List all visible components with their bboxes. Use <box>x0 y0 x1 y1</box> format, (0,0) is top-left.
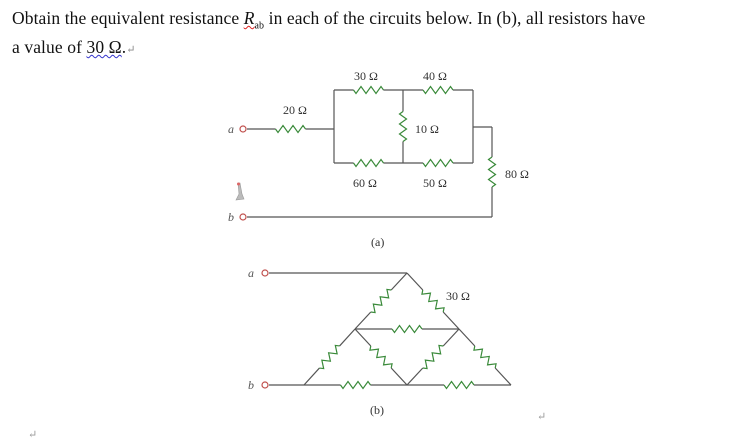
wire <box>494 367 512 386</box>
circuit-b-terminal-b: b <box>248 378 254 392</box>
resistor-b-bottom-left-diag <box>319 344 340 370</box>
label-30-ohm: 30 Ω <box>354 69 378 83</box>
wire <box>303 367 320 386</box>
label-60-ohm: 60 Ω <box>353 176 377 190</box>
resistor-20-ohm <box>275 124 306 134</box>
resistor-b-right-diag <box>473 345 497 369</box>
resistor-b-inner-left <box>369 345 393 369</box>
question-line-1: Obtain the equivalent resistance Rab in … <box>12 4 645 41</box>
wire <box>354 311 372 330</box>
wire <box>390 272 408 291</box>
label-10-ohm: 10 Ω <box>415 122 439 136</box>
question-text: Obtain the equivalent resistance <box>12 8 244 28</box>
caption-b: (b) <box>370 403 384 417</box>
circuit-a-terminal-b: b <box>228 210 234 224</box>
paragraph-mark-icon: ↵ <box>537 411 547 423</box>
question-line-2: a value of 30 Ω.↵ <box>12 33 136 64</box>
pen-cursor-icon <box>235 182 245 201</box>
wire <box>354 328 372 347</box>
question-text: in each of the circuits below. In (b), a… <box>264 8 646 28</box>
wire <box>406 272 424 291</box>
wire <box>442 328 460 347</box>
terminal-b <box>239 213 247 221</box>
paragraph-mark-icon: ↵ <box>126 44 136 56</box>
resistor-b-bottom-right <box>443 380 475 390</box>
paragraph-mark-icon: ↵ <box>28 429 38 441</box>
rab-symbol: Rab <box>243 8 265 32</box>
wire <box>406 367 424 386</box>
terminal-b-a <box>261 269 269 277</box>
question-text: a value of <box>12 37 87 57</box>
resistor-30-ohm <box>353 85 384 95</box>
resistance-value: 30 Ω <box>86 37 122 57</box>
resistor-b-bottom-left <box>340 380 371 390</box>
wire <box>339 328 356 347</box>
terminal-b-b <box>261 381 269 389</box>
terminal-a <box>239 125 247 133</box>
label-30-ohm-b: 30 Ω <box>446 289 470 303</box>
wire <box>458 328 476 347</box>
resistor-40-ohm <box>422 85 454 95</box>
label-20-ohm: 20 Ω <box>283 103 307 117</box>
resistor-10-ohm <box>398 111 408 142</box>
circuit-a-terminal-a: a <box>228 122 234 136</box>
resistor-60-ohm <box>353 158 384 168</box>
caption-a: (a) <box>371 235 384 249</box>
resistor-b-middle <box>391 324 423 334</box>
resistor-80-ohm <box>487 156 497 188</box>
resistor-b-top-left <box>370 288 392 314</box>
label-80-ohm: 80 Ω <box>505 167 529 181</box>
wire <box>390 367 408 386</box>
label-40-ohm: 40 Ω <box>423 69 447 83</box>
resistor-b-inner-right <box>422 344 444 370</box>
wire <box>442 311 460 330</box>
resistor-b-top-right <box>421 289 445 313</box>
label-50-ohm: 50 Ω <box>423 176 447 190</box>
circuit-b-terminal-a: a <box>248 266 254 280</box>
period: . <box>121 37 127 57</box>
resistor-50-ohm <box>422 158 454 168</box>
